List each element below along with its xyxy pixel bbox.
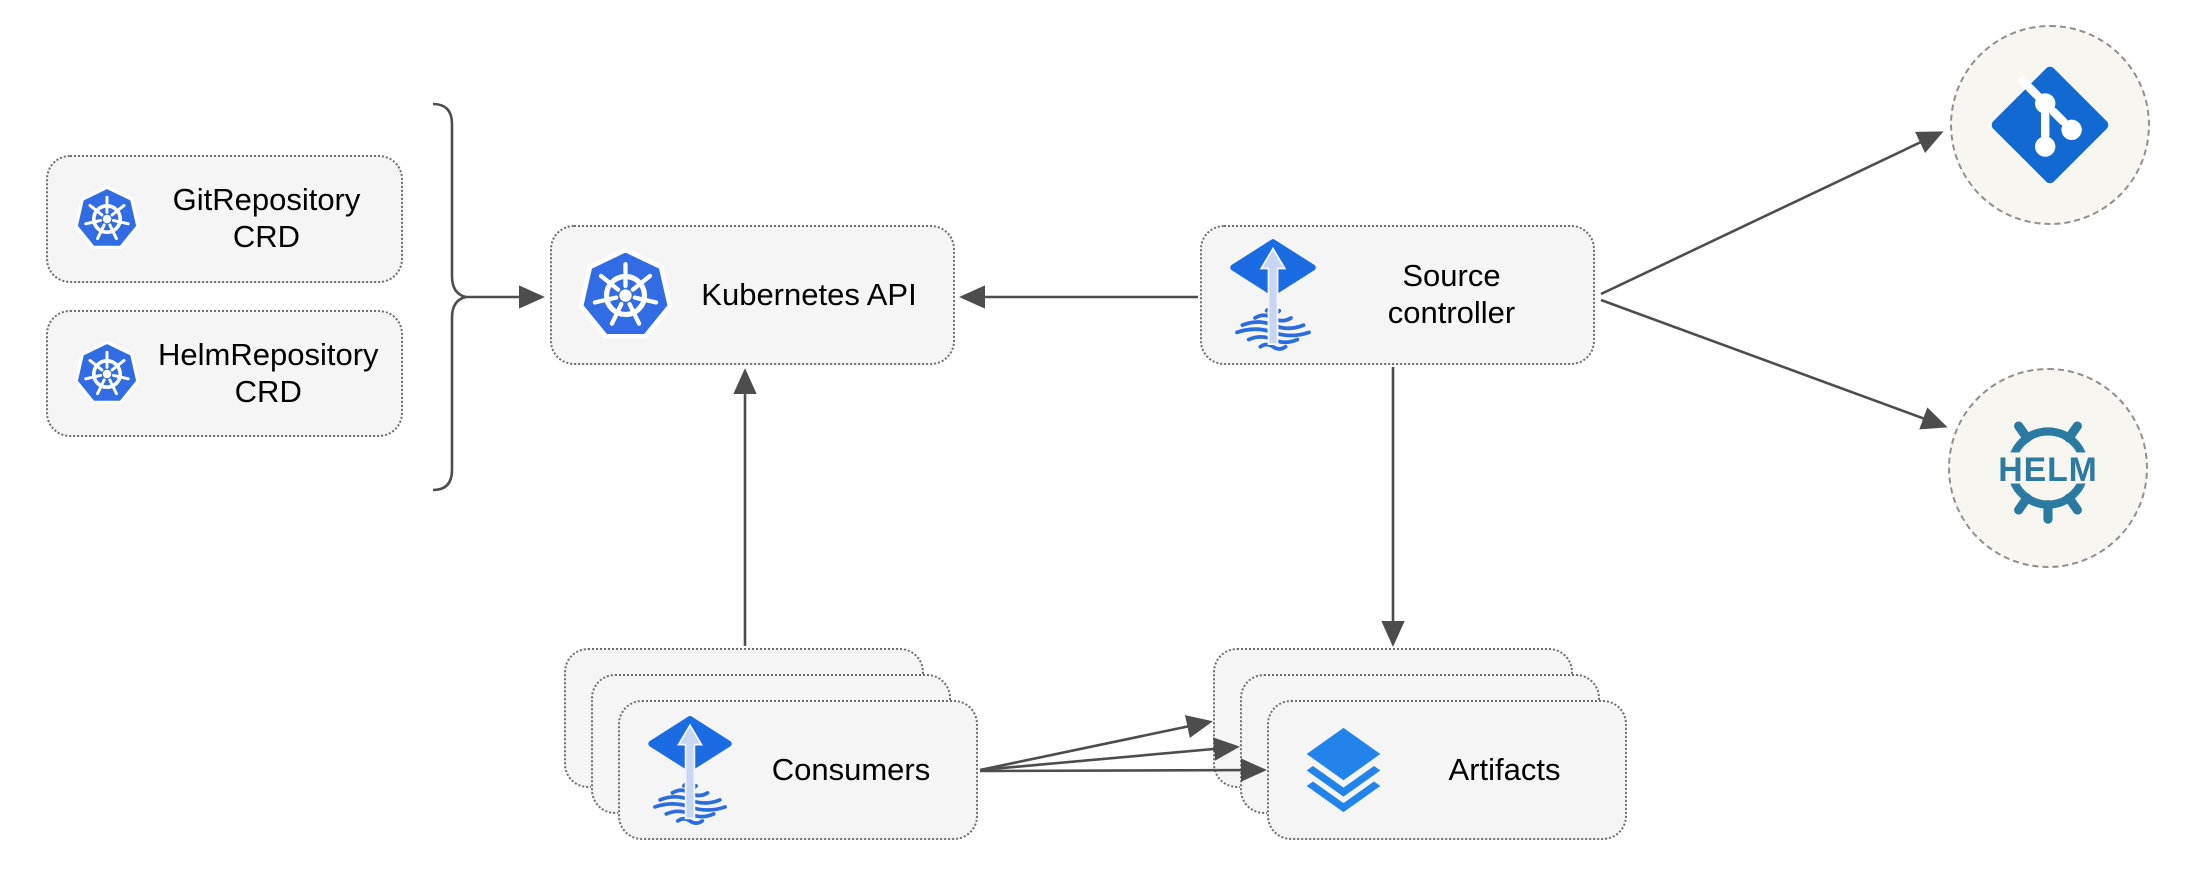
node-label: Source controller	[1387, 258, 1516, 330]
node-gitrepository-crd[interactable]: GitRepository CRD	[46, 155, 403, 283]
node-label: GitRepository CRD	[172, 182, 361, 254]
kubernetes-icon	[578, 247, 673, 343]
flux-icon	[1228, 236, 1318, 354]
node-git-repository[interactable]	[1950, 25, 2150, 225]
node-label: Kubernetes API	[701, 276, 917, 312]
layers-icon	[1295, 724, 1392, 817]
node-label: Consumers	[771, 751, 931, 787]
node-label: Artifacts	[1448, 751, 1561, 787]
node-artifacts[interactable]: Artifacts	[1267, 700, 1627, 840]
node-helmrepository-crd[interactable]: HelmRepository CRD	[46, 310, 403, 437]
edge-consumers-to-artifacts-middle	[979, 737, 1240, 772]
node-helm-repository[interactable]: HELM	[1948, 368, 2148, 568]
edge-consumers-to-artifacts-back	[979, 715, 1213, 772]
node-consumers[interactable]: Consumers	[618, 700, 978, 840]
node-kubernetes-api[interactable]: Kubernetes API	[550, 225, 955, 365]
kubernetes-icon	[74, 186, 140, 252]
helm-icon: HELM	[1984, 404, 2112, 532]
edge-source-controller-to-git-repository	[1600, 131, 1944, 296]
node-label: HelmRepository CRD	[158, 336, 379, 409]
edge-source-controller-to-helm-repository	[1600, 298, 1948, 430]
kubernetes-icon	[74, 340, 140, 407]
node-source-controller[interactable]: Source controller	[1200, 225, 1595, 365]
helm-logo-text: HELM	[1998, 451, 2097, 489]
git-icon	[1990, 65, 2110, 185]
crd-group-bracket	[432, 102, 467, 492]
flux-icon	[646, 713, 734, 828]
